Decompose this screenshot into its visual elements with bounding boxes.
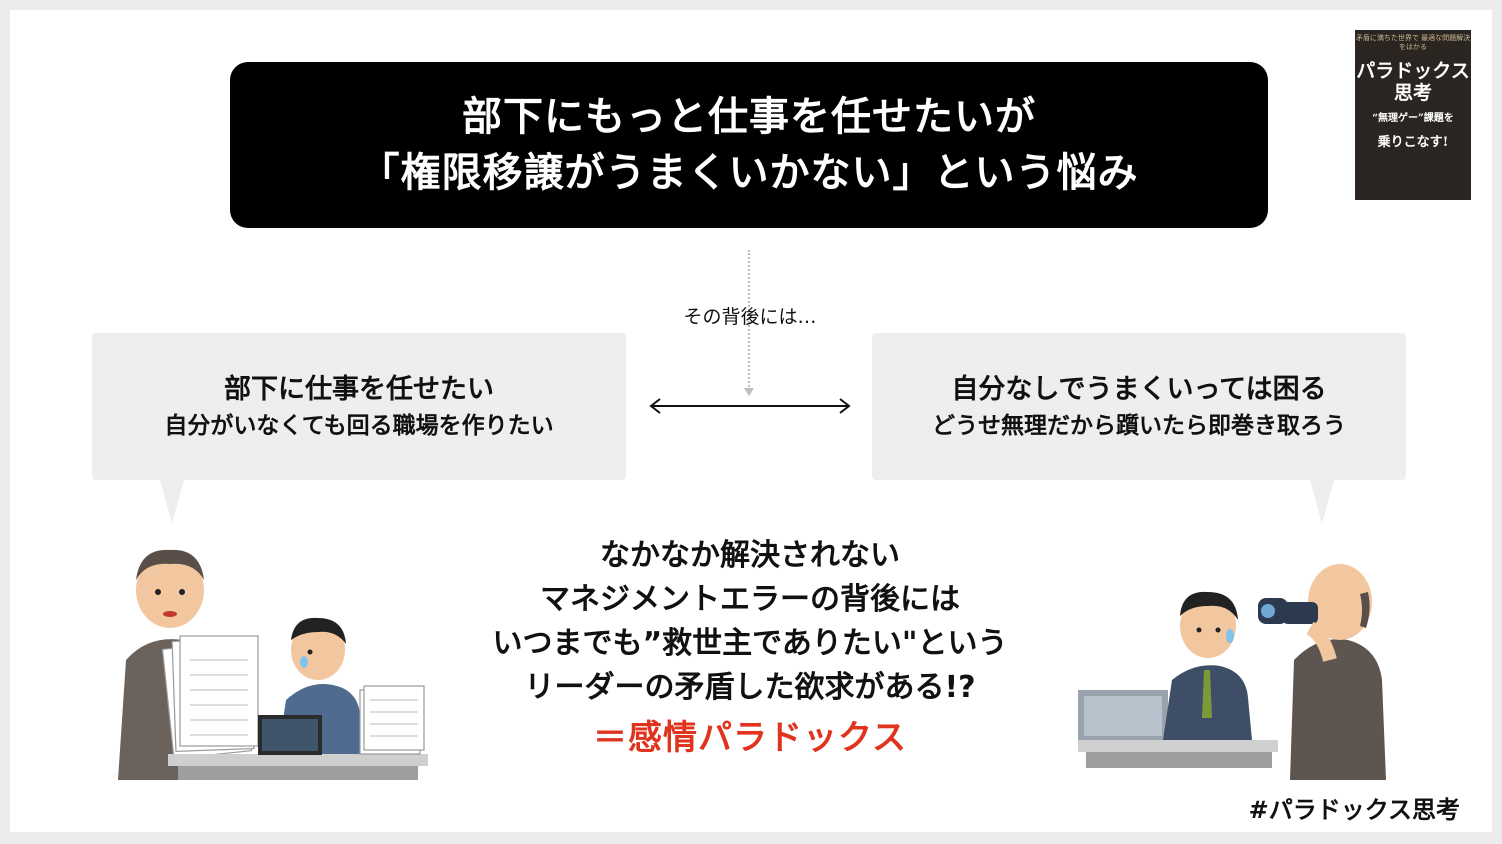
speech-bubble-left-tail (160, 480, 184, 524)
speech-bubble-left: 部下に仕事を任せたい 自分がいなくても回る職場を作りたい (92, 333, 626, 480)
center-line-4: リーダーの矛盾した欲求がある!? (524, 670, 976, 705)
book-subtitle: “無理ゲー”課題を (1372, 113, 1454, 124)
title-banner: 部下にもっと仕事を任せたいが 「権限移譲がうまくいかない」という悩み (230, 62, 1268, 228)
bubble-right-line-2: どうせ無理だから躓いたら即巻き取ろう (932, 412, 1346, 439)
down-arrow-icon (744, 388, 754, 396)
center-line-3: いつまでも”救世主でありたい"という (492, 626, 1008, 661)
bubble-left-line-1: 部下に仕事を任せたい (224, 373, 494, 405)
center-message: なかなか解決されない マネジメントエラーの背後には いつまでも”救世主でありたい… (440, 534, 1060, 710)
title-line-2: 「権限移譲がうまくいかない」という悩み (359, 150, 1139, 196)
book-title: パラドックス思考 (1356, 60, 1470, 104)
title-line-1: 部下にもっと仕事を任せたいが (462, 94, 1036, 140)
manager-watching-binoculars-illustration (1078, 564, 1386, 780)
emotional-paradox-label: ＝感情パラドックス (593, 718, 907, 758)
manager-handing-papers-illustration (118, 549, 428, 780)
bubble-right-line-1: 自分なしでうまくいっては困る (951, 373, 1327, 405)
speech-bubble-right-tail (1310, 480, 1334, 524)
speech-bubble-right: 自分なしでうまくいっては困る どうせ無理だから躓いたら即巻き取ろう (872, 333, 1406, 480)
slide: 部下にもっと仕事を任せたいが 「権限移譲がうまくいかない」という悩み 矛盾に満ち… (10, 10, 1492, 832)
book-cover-image: 矛盾に満ちた世界で 最適な問題解決をはかる パラドックス思考 “無理ゲー”課題を… (1355, 30, 1471, 200)
behind-label: その背後には… (683, 306, 817, 328)
hashtag-label: #パラドックス思考 (1248, 796, 1460, 824)
center-line-1: なかなか解決されない (600, 538, 900, 573)
dotted-connector (748, 250, 750, 394)
center-line-2: マネジメントエラーの背後には (540, 582, 960, 617)
bubble-left-line-2: 自分がいなくても回る職場を作りたい (164, 412, 554, 439)
double-arrow-icon (649, 398, 851, 414)
book-tagline: 矛盾に満ちた世界で 最適な問題解決をはかる (1355, 34, 1471, 51)
book-footer: 乗りこなす! (1377, 135, 1449, 150)
